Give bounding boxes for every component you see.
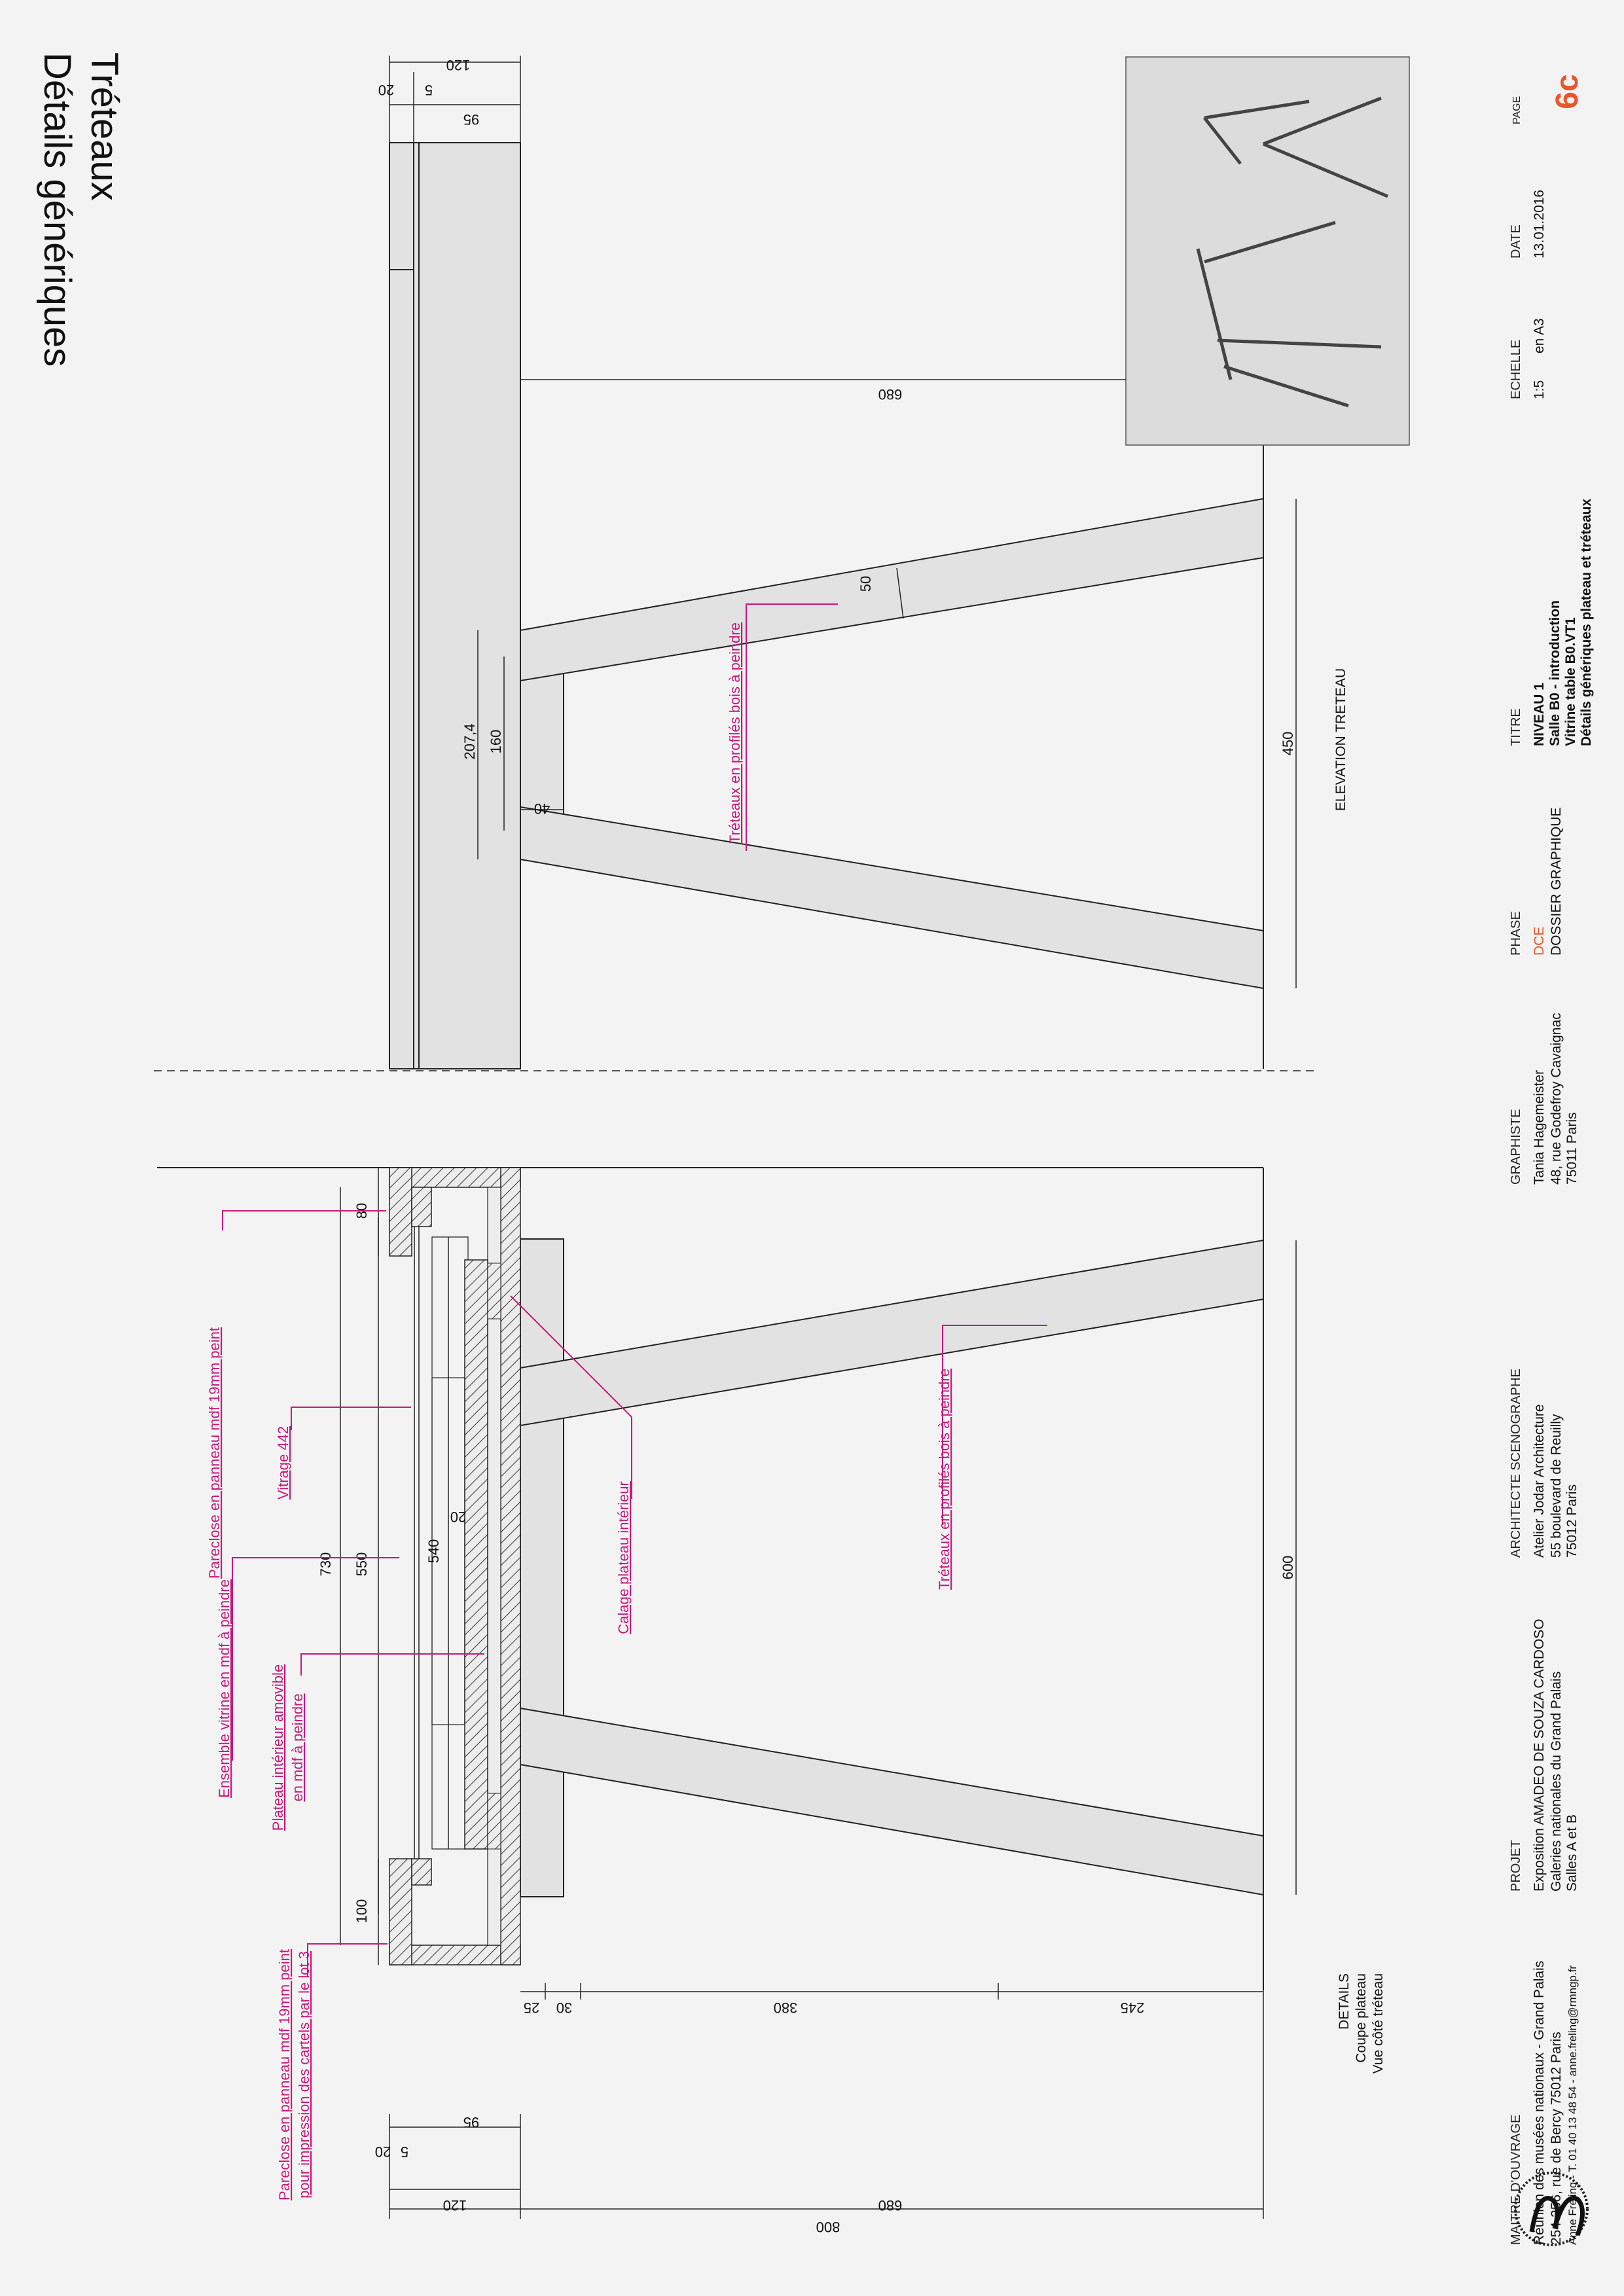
elevation-label: ELEVATION TRETEAU [1333,668,1348,811]
titre-header: TITRE [1509,708,1523,746]
dim-207: 207,4 [461,723,478,759]
col-titre: TITRE NIVEAU 1 Salle B0 - introduction V… [1509,499,1594,746]
page-header: PAGE [1511,96,1523,124]
col-date: DATE 13.01.2016 [1509,190,1547,259]
dim-5-bottom: 5 [401,2144,408,2160]
projet-l1: Exposition AMADEO DE SOUZA CARDOSO [1532,1619,1547,1892]
maitre-l1: Réunion des musées nationaux - Grand Pal… [1532,1961,1547,2245]
graphiste-l3: 75011 Paris [1564,1112,1579,1185]
treteau-photo-sketch [1196,96,1388,408]
dim-245: 245 [1121,2000,1145,2016]
col-maitre: MAITRE D'OUVRAGE Réunion des musées nati… [1509,1961,1579,2245]
dim-120-bottom: 120 [443,2197,467,2214]
treteau-photo [1125,56,1410,446]
graphiste-l1: Tania Hagemeister [1532,1070,1547,1185]
title-block: MAITRE D'OUVRAGE Réunion des musées nati… [1509,74,1594,2246]
dim-30: 30 [556,2000,572,2016]
dim-800: 800 [816,2219,840,2235]
elevation-drawing: 120 20 5 95 680 207,4 160 40 50 450 ELEV… [378,56,1410,1069]
date-l1: 13.01.2016 [1532,190,1547,259]
architecte-l1: Atelier Jodar Architecture [1532,1404,1547,1558]
echelle-l1: 1:5 [1532,380,1547,399]
dim-20: 20 [378,82,394,98]
note-pareclose-2b: pour impression des cartels par le lot 3 [296,1951,312,2198]
section-label-1: DETAILS [1337,1973,1352,2030]
projet-l2: Galeries nationales du Grand Palais [1549,1672,1564,1892]
maitre-l2: 254-256, rue de Bercy 75012 Paris [1549,2032,1564,2245]
echelle-l2: en A3 [1532,318,1547,353]
section-drawing: 80 730 550 540 20 100 600 25 30 380 245 … [157,1167,1386,2235]
phase-header: PHASE [1509,911,1523,956]
dim-380: 380 [774,2000,798,2016]
section-label-2: Coupe plateau [1354,1973,1369,2063]
note-plateau-1: Plateau intérieur amovible [270,1664,286,1831]
titre-l3: Vitrine table B0.VT1 [1563,617,1578,746]
sheet-title: Tréteaux Détails génériques [36,52,126,367]
dim-550: 550 [353,1552,370,1577]
titre-l4: Détails génériques plateau et tréteaux [1579,499,1594,746]
dim-95: 95 [463,111,479,128]
section-leg-upper [520,1239,1264,1427]
dim-100: 100 [353,1899,370,1924]
architecte-header: ARCHITECTE SCENOGRAPHE [1509,1369,1523,1558]
architecte-l2: 55 boulevard de Reuilly [1549,1414,1564,1558]
dim-5: 5 [425,82,433,98]
date-header: DATE [1509,224,1523,259]
note-pareclose-2a: Pareclose en panneau mdf 19mm peint [276,1949,293,2200]
dim-120: 120 [446,57,471,73]
graphiste-header: GRAPHISTE [1509,1109,1523,1185]
inner-plateau [464,1259,488,1850]
leader-lines [222,1210,1047,1977]
plateau-slab [389,142,521,1069]
dim-680: 680 [878,386,903,403]
architecte-l3: 75012 Paris [1564,1484,1579,1558]
dim-20-inner: 20 [450,1509,466,1525]
note-treteaux-section: Tréteaux en profilés bois à peindre [936,1369,952,1590]
projet-header: PROJET [1509,1840,1523,1892]
logo-mark [1514,2172,1589,2246]
graphiste-l2: 48, rue Godefroy Cavaignac [1549,1013,1564,1185]
dim-680-bottom: 680 [878,2197,903,2214]
col-projet: PROJET Exposition AMADEO DE SOUZA CARDOS… [1509,1619,1579,1892]
maitre-header: MAITRE D'OUVRAGE [1509,2115,1523,2245]
note-pareclose: Pareclose en panneau mdf 19mm peint [206,1327,223,1579]
section-label-3: Vue côté tréteau [1371,1973,1386,2073]
section-labels: DETAILS Coupe plateau Vue côté tréteau [1337,1973,1386,2073]
col-page: PAGE [1511,96,1523,124]
dim-25: 25 [524,2000,539,2016]
dim-600: 600 [1280,1556,1296,1580]
dim-160: 160 [488,730,504,754]
dim-20-bottom: 20 [375,2144,391,2160]
section-leg-lower [520,1707,1264,1896]
page-number: 6c [1550,74,1585,109]
title-line1: Tréteaux [83,52,126,201]
titre-l1: NIVEAU 1 [1532,683,1547,746]
note-plateau-2: en mdf à peindre [289,1693,306,1801]
note-treteaux-elevation: Tréteaux en profilés bois à peindre [727,622,743,844]
dim-730: 730 [317,1552,334,1577]
col-phase: PHASE DCE DOSSIER GRAPHIQUE [1509,808,1564,956]
dim-95-bottom: 95 [463,2114,479,2130]
dim-40: 40 [534,800,550,817]
col-graphiste: GRAPHISTE Tania Hagemeister 48, rue Gode… [1509,1013,1579,1185]
dim-450: 450 [1280,732,1296,756]
note-ensemble: Ensemble vitrine en mdf à peindre [216,1579,232,1798]
cleat-block [520,656,564,831]
phase-l1: DCE [1532,927,1547,956]
dim-50: 50 [857,576,874,592]
titre-l2: Salle B0 - introduction [1547,600,1562,746]
leg-lower [520,806,1264,990]
echelle-header: ECHELLE [1509,340,1523,399]
col-echelle: ECHELLE 1:5 en A3 [1509,318,1547,399]
dim-540: 540 [425,1539,442,1564]
maitre-l3: Anne Freling - T. 01 40 13 48 54 - anne.… [1566,1965,1579,2245]
note-calage: Calage plateau intérieur [615,1481,632,1634]
leg-upper [520,497,1264,682]
col-architecte: ARCHITECTE SCENOGRAPHE Atelier Jodar Arc… [1509,1369,1579,1558]
phase-l2: DOSSIER GRAPHIQUE [1549,808,1564,956]
title-line2: Détails génériques [36,52,79,367]
note-vitrage: Vitrage 442 [275,1426,291,1499]
projet-l3: Salles A et B [1564,1814,1579,1892]
